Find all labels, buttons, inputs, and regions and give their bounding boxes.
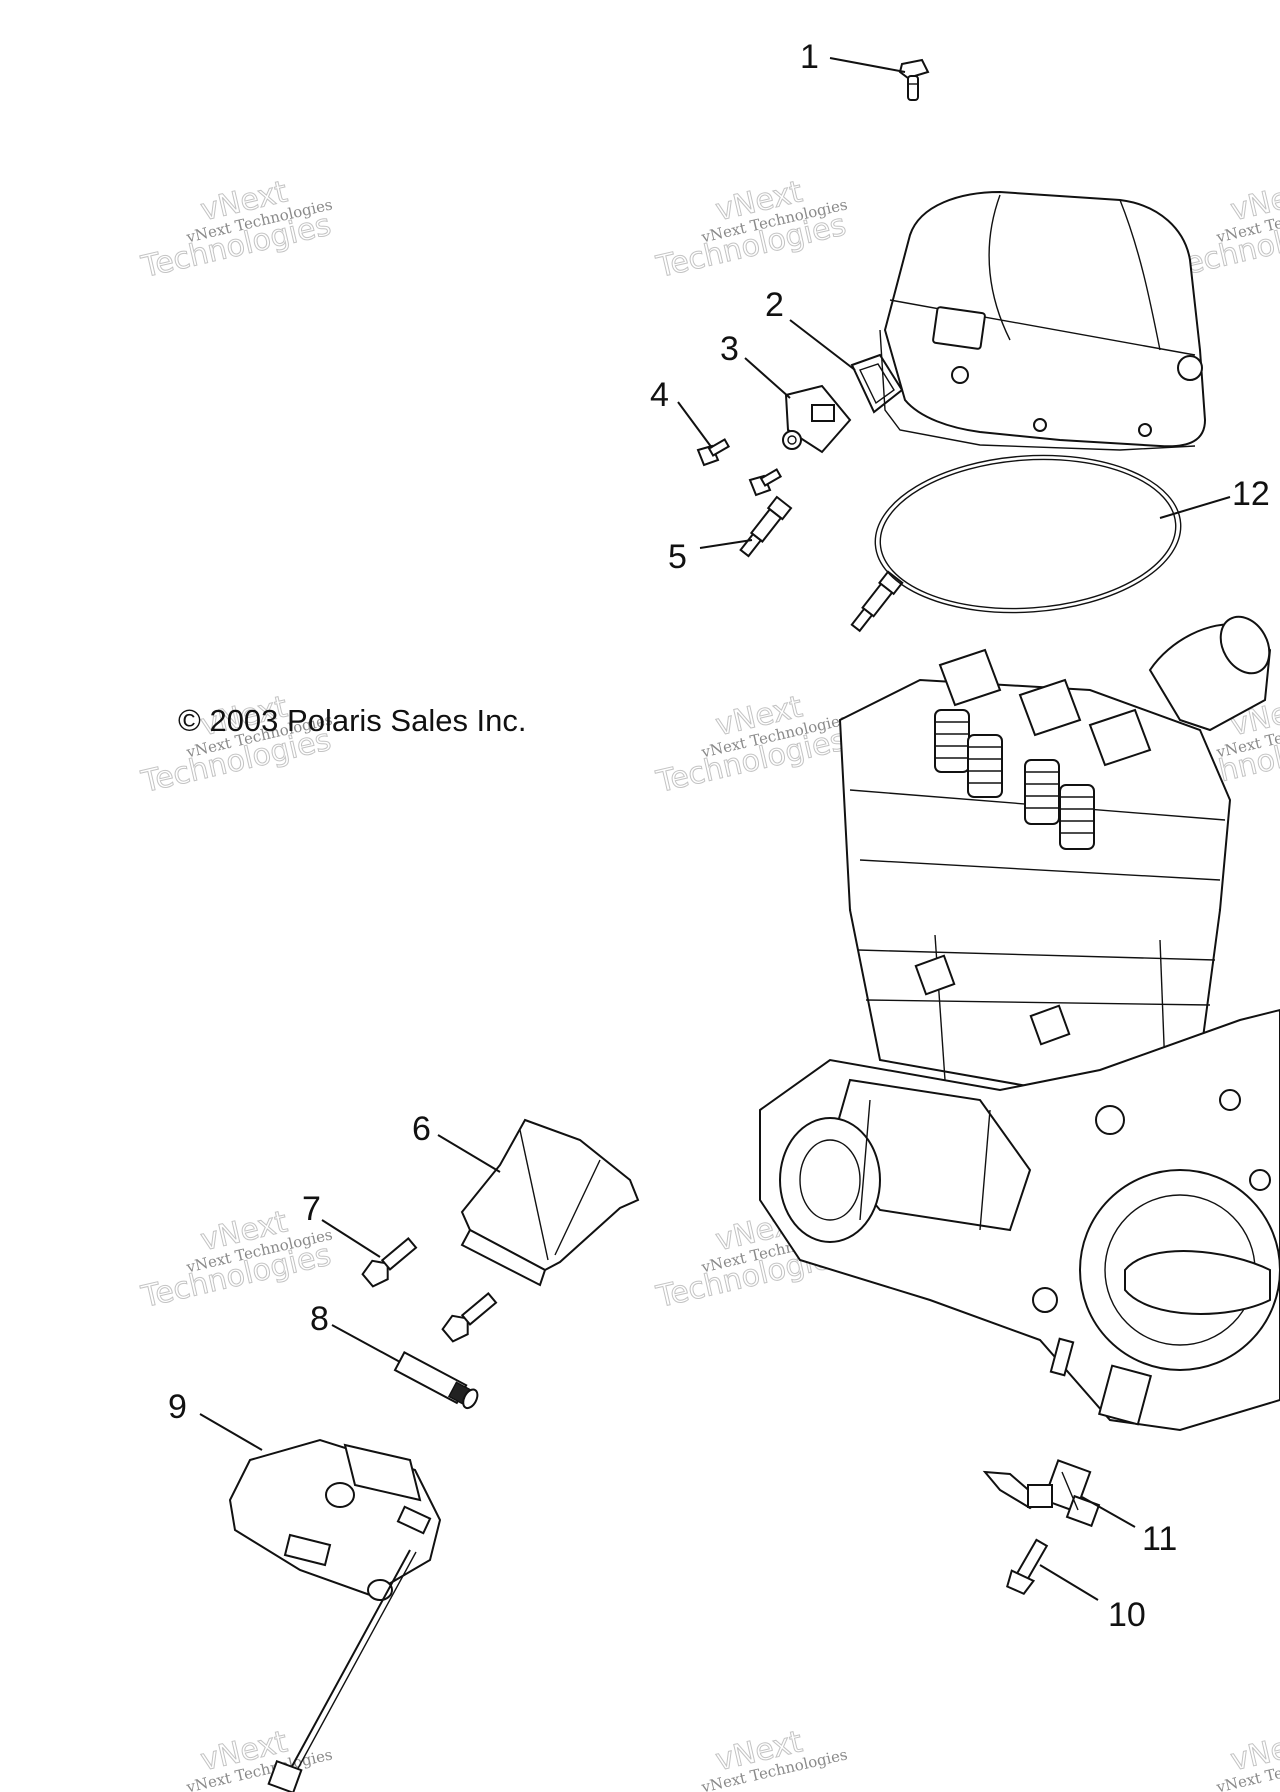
leader-lines bbox=[199, 57, 1231, 1601]
watermark: vNext Technologies vNext Technologies bbox=[652, 174, 850, 286]
part-4-bolts bbox=[696, 438, 783, 497]
callout-numbers: 1 2 3 4 5 6 7 8 9 10 11 12 bbox=[168, 38, 1270, 1634]
part-12-o-ring bbox=[874, 454, 1182, 614]
valve-cover bbox=[879, 190, 1207, 451]
callout-11: 11 bbox=[1142, 1520, 1177, 1558]
part-5-spark-plugs bbox=[739, 495, 904, 633]
part-3-sensor bbox=[782, 384, 852, 454]
part-6-intake-boot bbox=[460, 1118, 640, 1287]
part-10-bolt bbox=[1006, 1538, 1049, 1595]
callout-1: 1 bbox=[800, 38, 819, 76]
callout-5: 5 bbox=[668, 538, 687, 576]
part-11-sensor bbox=[982, 1459, 1101, 1528]
watermark: vNext Technologies vNext Technologies bbox=[137, 689, 335, 801]
callout-7: 7 bbox=[302, 1190, 321, 1228]
callout-2: 2 bbox=[765, 286, 784, 324]
callout-12: 12 bbox=[1232, 475, 1270, 513]
part-7-bolts bbox=[361, 1236, 498, 1343]
watermark: vNext Technologies vNext Technologies bbox=[137, 174, 335, 286]
callout-8: 8 bbox=[310, 1300, 329, 1338]
copyright-text: © 2003 Polaris Sales Inc. bbox=[178, 703, 527, 738]
callout-6: 6 bbox=[412, 1110, 431, 1148]
callout-3: 3 bbox=[720, 330, 739, 368]
watermark: vNext vNext Technologies bbox=[184, 1724, 334, 1792]
part-1-bolt bbox=[898, 58, 930, 101]
part-9-throttle-body bbox=[228, 1438, 442, 1792]
rocker-arms bbox=[938, 648, 1152, 767]
callout-10: 10 bbox=[1108, 1596, 1146, 1634]
callout-4: 4 bbox=[650, 376, 669, 414]
part-8-pin bbox=[393, 1351, 479, 1410]
watermark: vNext vNext Technologies bbox=[1214, 1724, 1280, 1792]
valve-springs bbox=[934, 709, 1095, 850]
engine-assembly bbox=[759, 615, 1280, 1432]
watermark: vNext Technologies vNext Technologies bbox=[652, 689, 850, 801]
callout-9: 9 bbox=[168, 1388, 187, 1426]
watermark: vNext vNext Technologies bbox=[699, 1724, 849, 1792]
